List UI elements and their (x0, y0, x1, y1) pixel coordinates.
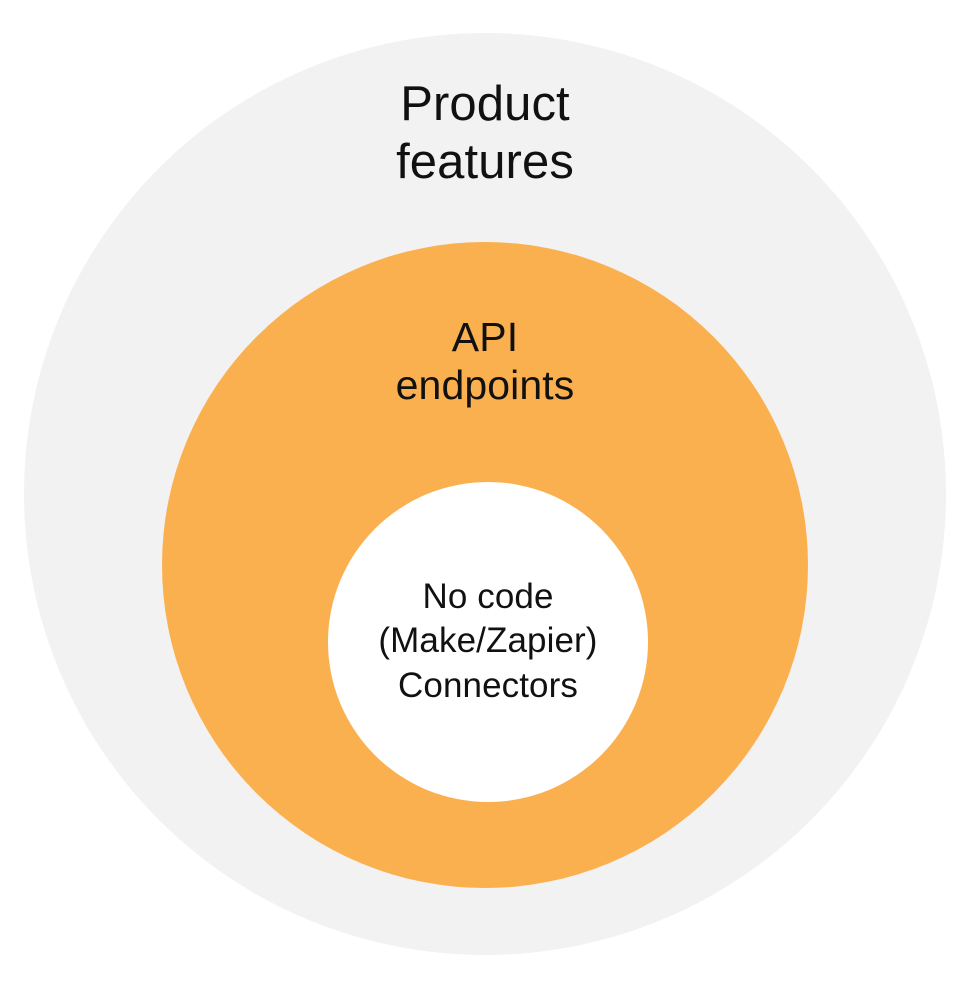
inner-circle-no-code-connectors (328, 482, 648, 802)
inner-circle-label: No code (Make/Zapier) Connectors (378, 577, 598, 705)
middle-circle-label: API endpoints (395, 314, 575, 409)
outer-circle-label: Product features (396, 77, 574, 189)
